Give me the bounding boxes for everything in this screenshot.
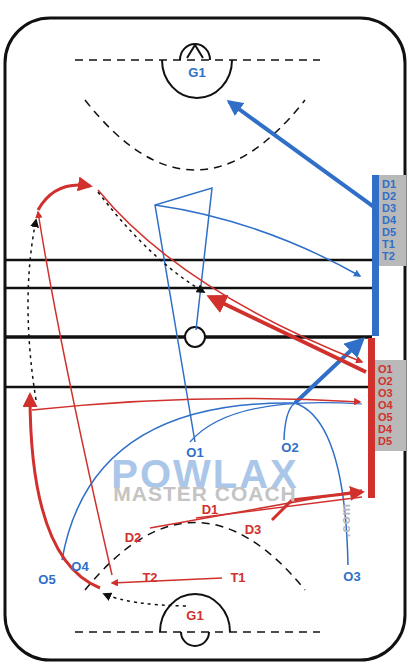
player-label: D3	[245, 522, 262, 537]
bench-player: D4	[382, 214, 404, 226]
goalie-label: G1	[160, 608, 230, 623]
route-arrow	[229, 102, 379, 211]
player-label: D2	[125, 530, 142, 545]
bench-player: D2	[382, 190, 404, 202]
player-label: O5	[38, 572, 55, 587]
goalie-label: G1	[162, 65, 232, 80]
bench-box: D1D2D3D4D5T1T2	[379, 175, 406, 266]
bench-player: D4	[378, 423, 404, 435]
bench-player: T1	[382, 238, 404, 250]
player-label: O4	[71, 559, 88, 574]
watermark-text: .com	[338, 503, 353, 537]
goal-crease: G1	[160, 594, 230, 632]
watermark-text: MASTER COACH	[113, 482, 297, 506]
bench-player: O5	[378, 411, 404, 423]
bench-player: O2	[378, 375, 404, 387]
bench-player: O4	[378, 399, 404, 411]
bench-player: D5	[382, 226, 404, 238]
bench-player: D3	[382, 202, 404, 214]
player-label: O3	[343, 569, 360, 584]
bench-player: T2	[382, 250, 404, 262]
bench-player: O3	[378, 387, 404, 399]
bench-player: O1	[378, 363, 404, 375]
bench-player: D5	[378, 435, 404, 447]
bench-player: D1	[382, 178, 404, 190]
goal-crease: G1	[162, 60, 232, 98]
bench-box: O1O2O3O4O5D4D5	[375, 360, 406, 451]
player-label: T2	[142, 570, 157, 585]
player-label: T1	[230, 570, 245, 585]
